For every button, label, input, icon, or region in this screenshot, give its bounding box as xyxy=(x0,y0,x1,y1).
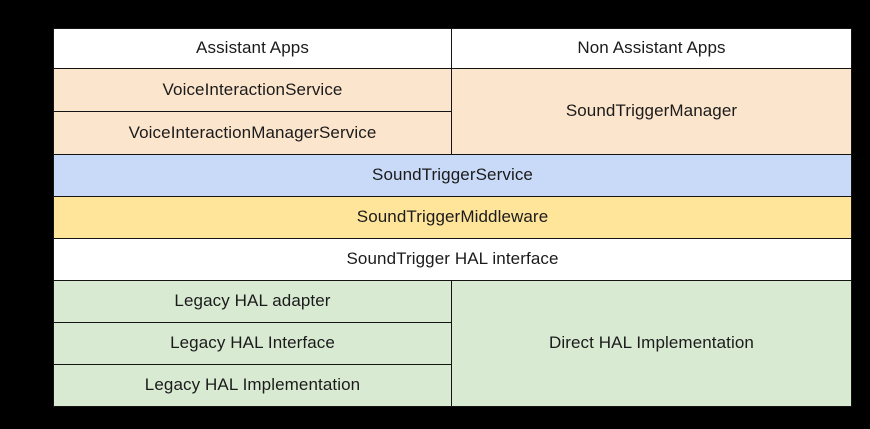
table-row-sound-trigger-service: SoundTriggerService xyxy=(53,154,852,197)
cell-legacy-hal-adapter: Legacy HAL adapter xyxy=(53,280,452,323)
table-row-header: Assistant Apps Non Assistant Apps xyxy=(53,28,852,69)
table-row-hal-interface: SoundTrigger HAL interface xyxy=(53,238,852,281)
header-cell-assistant-apps: Assistant Apps xyxy=(53,28,452,69)
cell-legacy-hal-interface: Legacy HAL Interface xyxy=(53,322,452,365)
cell-sound-trigger-hal-interface: SoundTrigger HAL interface xyxy=(53,238,852,281)
cell-legacy-hal-implementation: Legacy HAL Implementation xyxy=(53,364,452,407)
cell-sound-trigger-manager: SoundTriggerManager xyxy=(451,68,852,155)
software-stack-table: Assistant Apps Non Assistant Apps VoiceI… xyxy=(53,28,852,407)
table-row-legacy-hal-interface: Legacy HAL Interface xyxy=(53,322,852,365)
cell-voice-interaction-service: VoiceInteractionService xyxy=(53,68,452,112)
table-row-voice-interaction-service: VoiceInteractionService SoundTriggerMana… xyxy=(53,68,852,155)
cell-sound-trigger-middleware: SoundTriggerMiddleware xyxy=(53,196,852,239)
table-row-voice-interaction-manager-service: VoiceInteractionManagerService xyxy=(53,111,852,155)
table-row-sound-trigger-middleware: SoundTriggerMiddleware xyxy=(53,196,852,239)
cell-voice-interaction-manager-service: VoiceInteractionManagerService xyxy=(53,111,452,155)
header-cell-non-assistant-apps: Non Assistant Apps xyxy=(451,28,852,69)
cell-direct-hal-implementation: Direct HAL Implementation xyxy=(451,280,852,407)
table-row-legacy-hal-implementation: Legacy HAL Implementation xyxy=(53,364,852,407)
cell-sound-trigger-service: SoundTriggerService xyxy=(53,154,852,197)
table-row-legacy-hal-adapter: Legacy HAL adapter Direct HAL Implementa… xyxy=(53,280,852,407)
